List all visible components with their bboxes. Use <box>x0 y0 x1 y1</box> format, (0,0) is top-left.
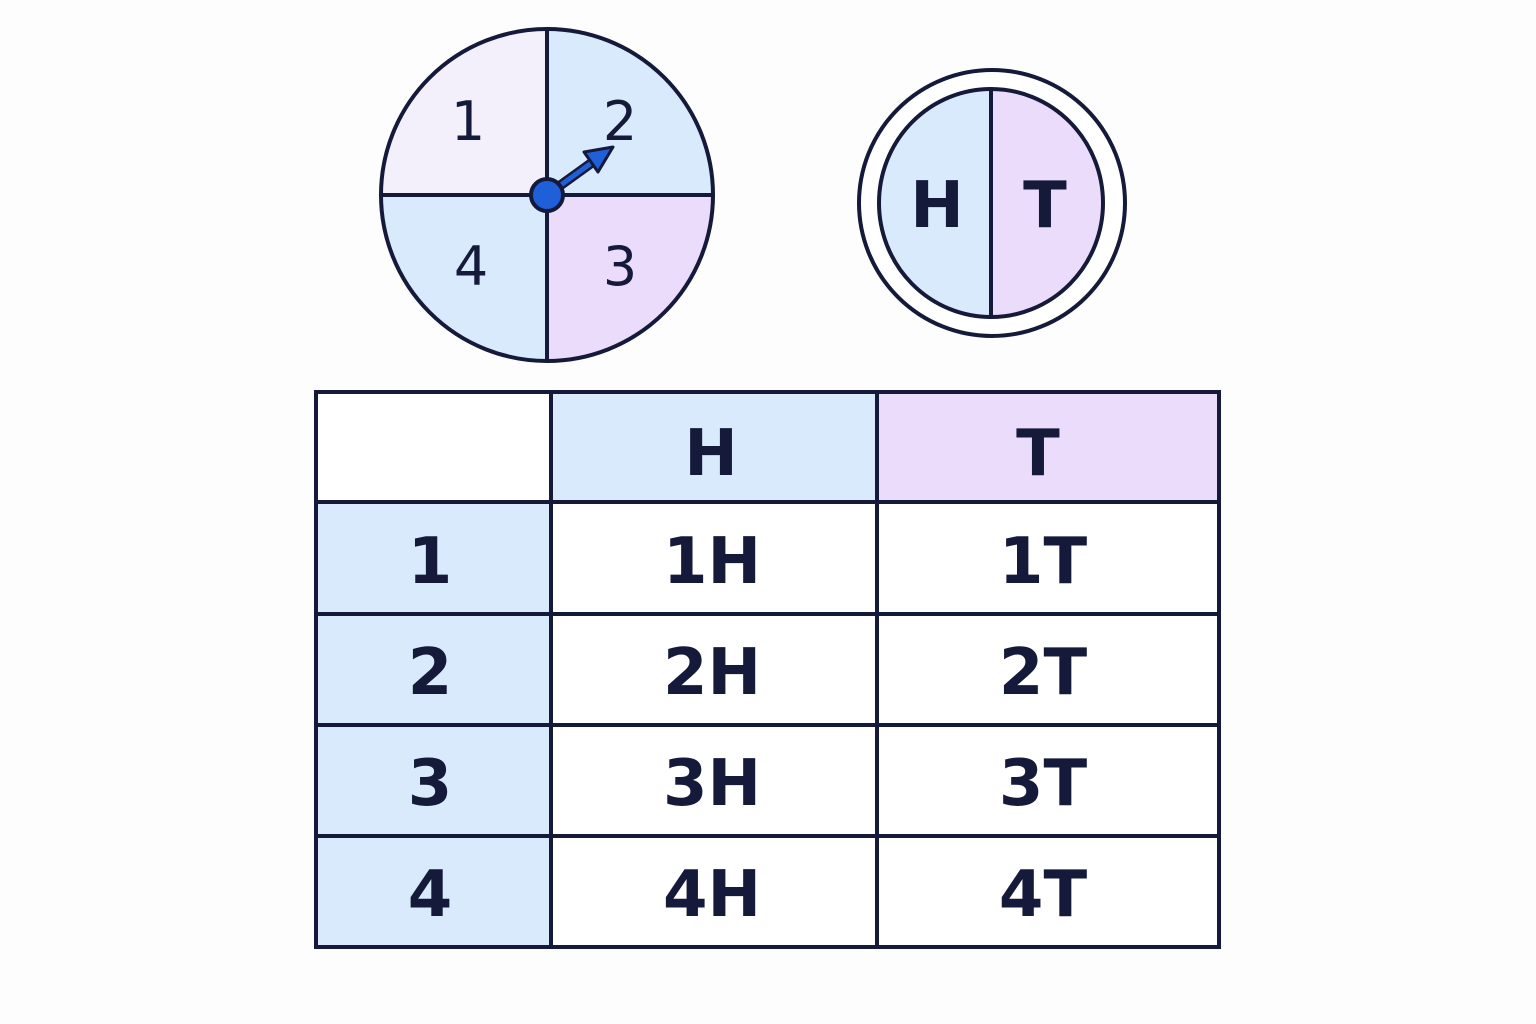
table-cell-4t: 4T <box>999 858 1088 932</box>
spinner-section-3 <box>547 195 713 361</box>
coin: H T <box>857 68 1127 338</box>
table-row-header-4: 4 <box>408 858 453 932</box>
coin-tails-half <box>991 89 1103 317</box>
outcome-table: H T 1 2 3 4 1H 1T 2H 2T 3H 3T 4H 4T <box>314 390 1221 949</box>
spinner-section-1 <box>381 29 547 195</box>
spinner-label-4: 4 <box>454 235 488 298</box>
table-row-header-3: 3 <box>408 747 453 821</box>
table-cell-4h: 4H <box>663 858 761 932</box>
table-header-cell-t <box>877 392 1219 502</box>
table-header-cell-h <box>551 392 877 502</box>
spinner-label-1: 1 <box>451 90 485 153</box>
table-cell-3t: 3T <box>999 747 1088 821</box>
spinner-label-2: 2 <box>603 90 637 153</box>
coin-label-heads: H <box>910 169 964 243</box>
spinner: 1 2 3 4 <box>379 27 715 363</box>
table-row-header-1: 1 <box>408 525 453 599</box>
spinner-label-3: 3 <box>603 235 637 298</box>
table-column-header-h: H <box>684 417 738 491</box>
table-cell-1t: 1T <box>999 525 1088 599</box>
table-cell-2h: 2H <box>663 636 761 710</box>
table-cell-1h: 1H <box>663 525 761 599</box>
table-row-header-2: 2 <box>408 636 453 710</box>
table-column-header-t: T <box>1016 417 1060 491</box>
table-corner-cell <box>316 392 551 502</box>
spinner-section-4 <box>381 195 547 361</box>
coin-label-tails: T <box>1023 169 1067 243</box>
table-cell-2t: 2T <box>999 636 1088 710</box>
spinner-hub <box>529 177 565 213</box>
table-grid-lines <box>314 390 1221 949</box>
table-cell-3h: 3H <box>663 747 761 821</box>
coin-heads-half <box>879 89 991 317</box>
